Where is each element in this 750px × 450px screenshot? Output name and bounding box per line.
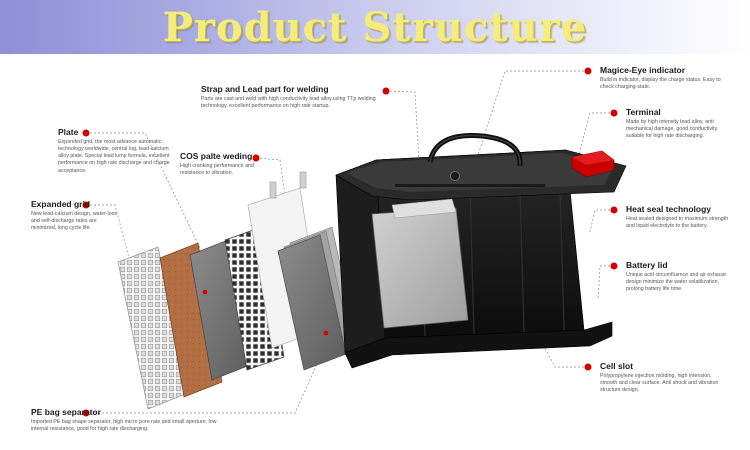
- exploded-plates: [117, 171, 359, 410]
- marker-magic-eye: [584, 67, 592, 75]
- callout-expanded-grid: Expanded grid New lead-calcium design, w…: [31, 199, 121, 232]
- callout-plate: Plate Expanded grid, the most advance au…: [58, 127, 176, 175]
- callout-cell-slot-desc: Polypropylene injection molding, high in…: [600, 373, 719, 394]
- callout-strap: Strap and Lead part for welding Parts ar…: [201, 84, 386, 110]
- callout-battery-lid-desc: Unique acid circumfluence and air exhaus…: [626, 272, 726, 293]
- marker-terminal: [610, 109, 618, 117]
- callout-plate-title: Plate: [58, 127, 79, 137]
- marker-pe-bag: [82, 409, 90, 417]
- marker-cell-slot: [584, 363, 592, 371]
- callout-strap-desc: Parts are cast and weld with high conduc…: [201, 96, 376, 110]
- callout-plate-desc: Expanded grid, the most advance automati…: [58, 139, 170, 174]
- callout-cell-slot: Cell slot Polypropylene injection moldin…: [600, 361, 720, 394]
- battery-cutaway: [371, 207, 469, 329]
- callout-terminal: Terminal Made by high intensity lead all…: [626, 107, 738, 140]
- callout-pe-bag: PE bag separator Imported PE bag shape s…: [31, 407, 221, 433]
- marker-cos: [252, 154, 260, 162]
- callout-expanded-grid-title: Expanded grid: [31, 199, 91, 209]
- marker-heat-seal: [610, 206, 618, 214]
- marker-battery-lid: [610, 262, 618, 270]
- callout-magic-eye-desc: Build in indicator, display the charge s…: [600, 77, 721, 91]
- callout-cos-title: COS palte weding: [180, 151, 253, 161]
- title-banner: Product Structure: [0, 0, 750, 54]
- callout-cos: COS palte weding High cranking performan…: [180, 151, 256, 177]
- callout-markers: [82, 67, 618, 417]
- callout-terminal-title: Terminal: [626, 107, 661, 117]
- battery-body: [335, 133, 627, 369]
- callout-strap-title: Strap and Lead part for welding: [201, 84, 329, 94]
- callout-pe-bag-title: PE bag separator: [31, 407, 101, 417]
- marker-plate: [82, 129, 90, 137]
- callout-heat-seal-desc: Heat sealed designed to maximum strength…: [626, 216, 729, 230]
- callout-magic-eye: Magice-Eye indicator Build in indicator,…: [600, 65, 725, 91]
- callout-expanded-grid-desc: New lead-calcium design, water-loss and …: [31, 211, 117, 232]
- callout-heat-seal-title: Heat seal technology: [626, 204, 712, 214]
- callout-battery-lid: Battery lid Unique acid circumfluence an…: [626, 260, 738, 293]
- dark-grid-plate: [224, 226, 285, 371]
- callout-pe-bag-desc: Imported PE bag shape separator, high mi…: [31, 419, 217, 433]
- magic-eye: [450, 171, 460, 181]
- callout-heat-seal: Heat seal technology Heat sealed designe…: [626, 204, 738, 230]
- marker-strap: [382, 87, 390, 95]
- page-title: Product Structure: [162, 4, 588, 51]
- callout-cos-desc: High cranking performance and resistance…: [180, 163, 254, 177]
- callout-magic-eye-title: Magice-Eye indicator: [600, 65, 686, 75]
- brown-plate: [159, 242, 223, 398]
- callout-battery-lid-title: Battery lid: [626, 260, 668, 270]
- marker-expanded-grid: [82, 201, 90, 209]
- battery-base: [344, 321, 613, 369]
- callout-terminal-desc: Made by high intensity lead alloy, anti …: [626, 119, 719, 140]
- callout-cell-slot-title: Cell slot: [600, 361, 634, 371]
